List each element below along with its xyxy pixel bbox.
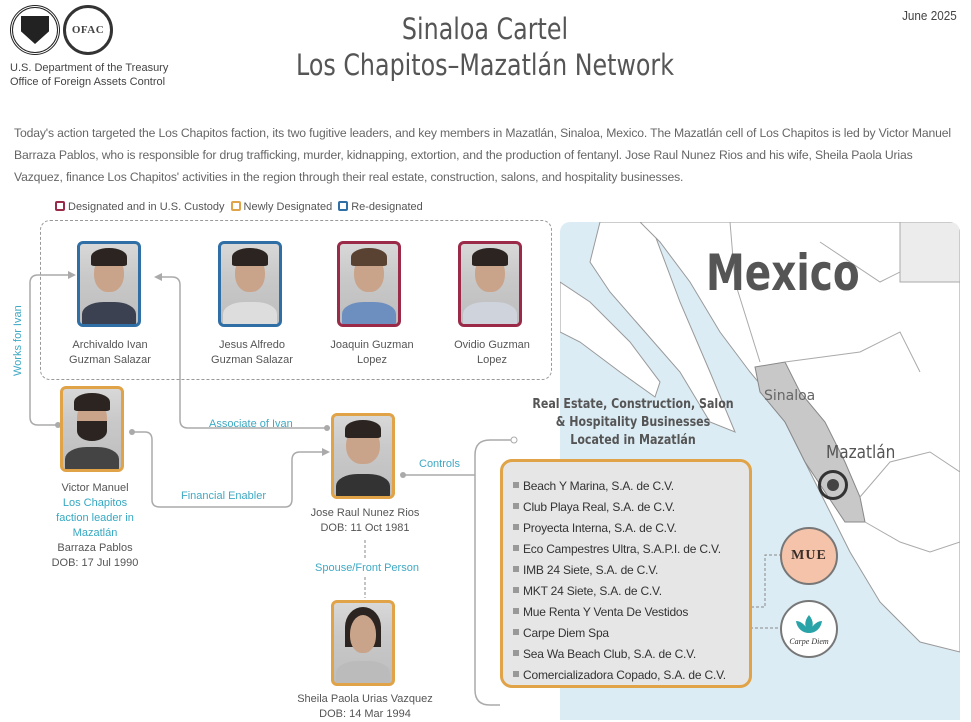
business-item: Sea Wa Beach Club, S.A. de C.V. <box>513 644 749 665</box>
mue-logo-icon: MUE <box>780 527 838 585</box>
org-name-line1: U.S. Department of the Treasury <box>10 62 169 74</box>
square-icon <box>55 201 65 211</box>
legend-item-custody: Designated and in U.S. Custody <box>55 201 225 213</box>
business-item: Comercializadora Copado, S.A. de C.V. <box>513 665 749 686</box>
square-icon <box>338 201 349 211</box>
legend-item-new: Newly Designated <box>230 201 332 213</box>
legend: Designated and in U.S. Custody Newly Des… <box>55 201 423 213</box>
chapitos-leaders-group <box>40 220 552 380</box>
treasury-seal-icon <box>10 5 60 55</box>
edge-label-associate: Associate of Ivan <box>209 418 293 430</box>
edge-label-spouse: Spouse/Front Person <box>315 562 419 574</box>
business-item: MKT 24 Siete, S.A. de C.V. <box>513 581 749 602</box>
report-date: June 2025 <box>902 8 957 23</box>
ofac-logo-text: OFAC <box>71 24 105 36</box>
ofac-seal-icon: OFAC <box>63 5 113 55</box>
photo-archivaldo <box>77 241 141 327</box>
business-heading: Real Estate, Construction, Salon & Hospi… <box>532 397 734 448</box>
intro-paragraph: Today's action targeted the Los Chapitos… <box>14 126 951 184</box>
photo-victor <box>60 386 124 472</box>
photo-ovidio <box>458 241 522 327</box>
lotus-icon <box>796 614 822 633</box>
edge-label-financial: Financial Enabler <box>181 490 266 502</box>
legend-item-redesignated: Re-designated <box>338 201 423 213</box>
business-item: IMB 24 Siete, S.A. de C.V. <box>513 560 749 581</box>
map-shapes-icon <box>560 222 960 653</box>
person-victor: Victor Manuel Los Chapitos faction leade… <box>51 482 139 569</box>
business-item: Beach Y Marina, S.A. de C.V. <box>513 476 749 497</box>
business-item: Eco Campestres Ultra, S.A.P.I. de C.V. <box>513 539 749 560</box>
city-marker-icon <box>818 470 848 500</box>
photo-sheila <box>331 600 395 686</box>
business-item: Mue Renta Y Venta De Vestidos <box>513 602 749 623</box>
photo-jose <box>331 413 395 499</box>
page-title-line2: Los Chapitos–Mazatlán Network <box>295 48 674 82</box>
map-country-label: Mexico <box>706 244 860 302</box>
business-item: Club Playa Real, S.A. de C.V. <box>513 497 749 518</box>
edge-label-controls: Controls <box>419 458 460 470</box>
business-list: Beach Y Marina, S.A. de C.V. Club Playa … <box>500 459 752 688</box>
photo-jesus <box>218 241 282 327</box>
square-icon <box>230 201 241 211</box>
page-title-line1: Sinaloa Cartel <box>401 12 569 46</box>
edge-label-works-for: Works for Ivan <box>12 305 24 376</box>
map-state-label: Sinaloa <box>764 388 816 404</box>
map-city-label: Mazatlán <box>826 442 896 463</box>
photo-joaquin <box>337 241 401 327</box>
carpe-diem-logo-icon: Carpe Diem <box>780 600 838 658</box>
business-item: Proyecta Interna, S.A. de C.V. <box>513 518 749 539</box>
business-item: Carpe Diem Spa <box>513 623 749 644</box>
org-name-line2: Office of Foreign Assets Control <box>10 76 166 88</box>
